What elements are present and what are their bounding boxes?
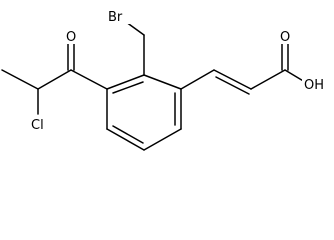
bond-ring-vinyl [180, 69, 215, 90]
atom-o-carbonyl: O [280, 30, 290, 45]
atom-br: Br [108, 10, 123, 25]
bond-c-br [125, 21, 145, 36]
bonds [1, 21, 306, 151]
atom-o-ketone: O [66, 30, 76, 45]
atom-labels: Br O Cl O OH [30, 8, 328, 133]
atom-cl: Cl [31, 118, 44, 133]
bond-ring-carbonyl [70, 69, 108, 90]
ring-bond [143, 74, 182, 90]
ring-bond [143, 128, 182, 151]
bond-ch-methyl [1, 69, 39, 90]
atom-oh: OH [304, 78, 324, 93]
bond-vinyl-carboxyl [250, 69, 286, 90]
bond-carbonyl-chc [37, 69, 72, 90]
bond-vinyl-double-2 [215, 76, 250, 95]
ring-bond-inner [112, 81, 144, 94]
bond-vinyl-double-1 [213, 69, 252, 90]
ring-bond [106, 128, 145, 151]
molecule-diagram: Br O Cl O OH [1, 8, 328, 151]
ring-bond-inner [112, 125, 144, 144]
bond-c-oh [284, 69, 306, 83]
ring-bond [106, 74, 145, 90]
